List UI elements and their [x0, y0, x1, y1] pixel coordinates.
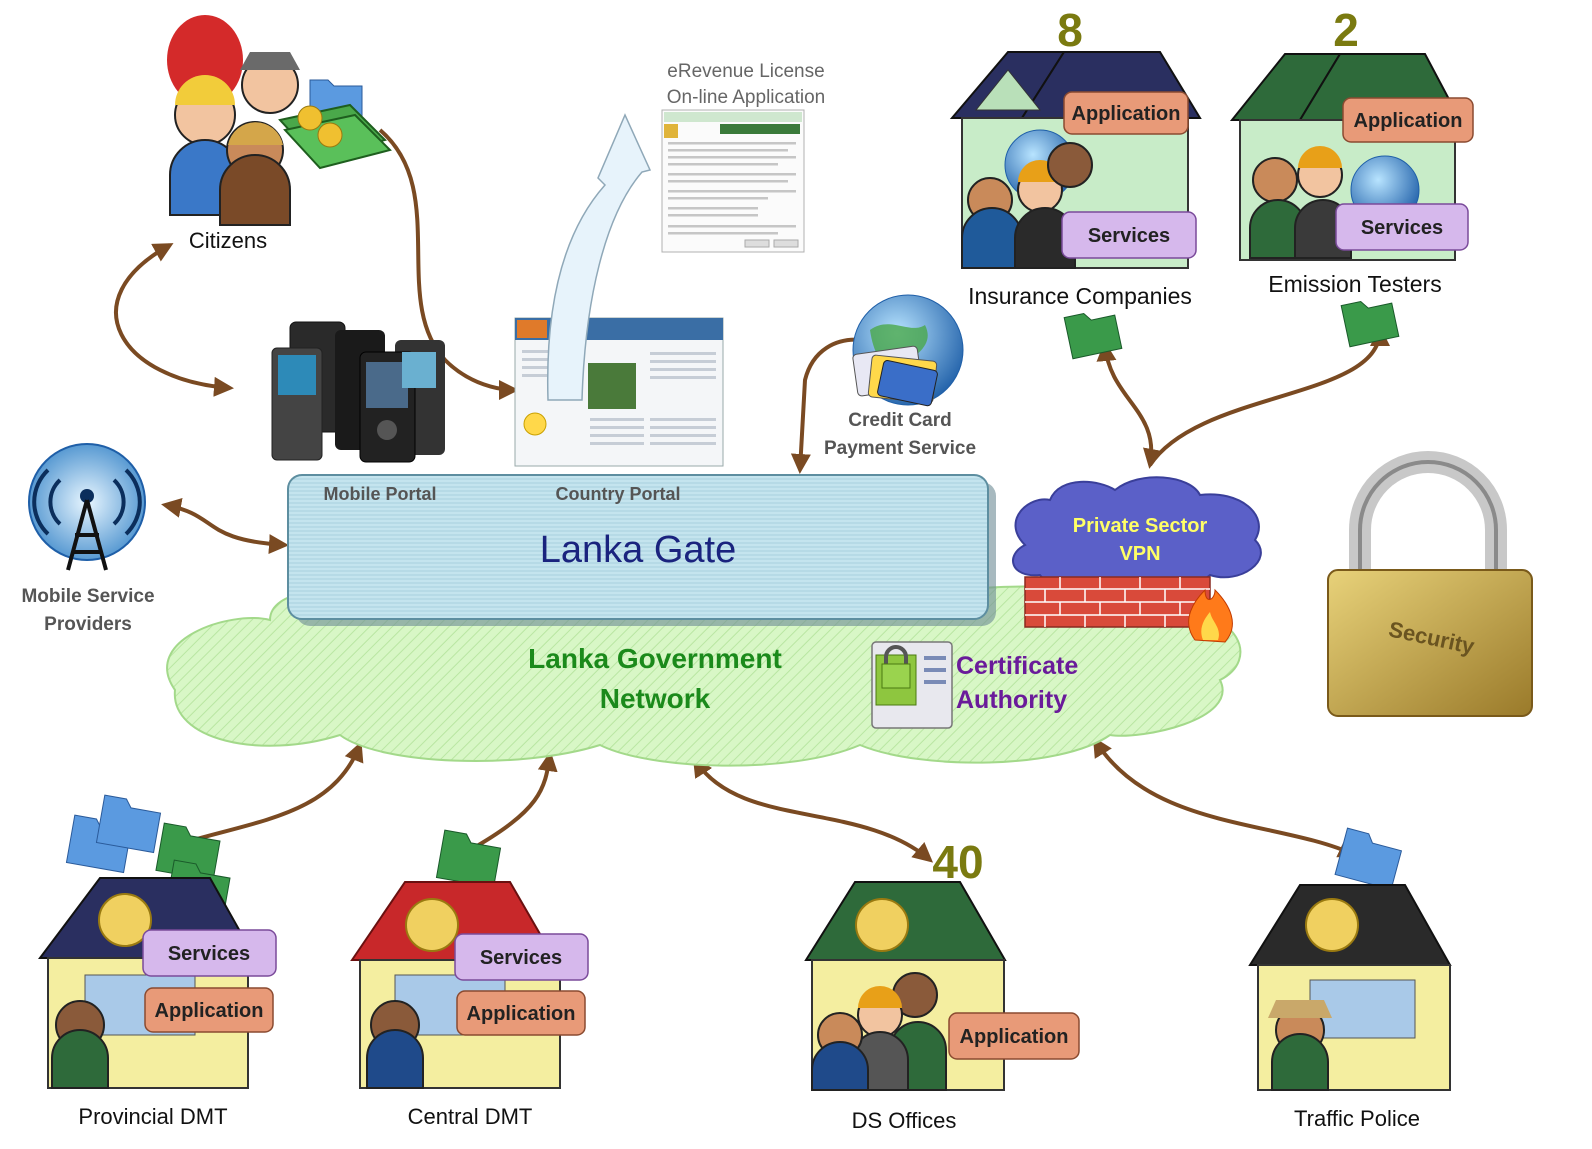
emission-application-tag: [1342, 97, 1474, 143]
antenna-globe-icon: [28, 443, 146, 571]
globe-creditcard-icon: [852, 294, 964, 407]
green-folder-icon: [1340, 300, 1400, 348]
ds-application-tag: [948, 1012, 1080, 1060]
erevenue-line1: eRevenue License: [667, 61, 824, 82]
central-building-icon: [350, 881, 561, 1089]
green-folder-icon: [1063, 312, 1123, 360]
credit-card-service: Credit Card Payment Service: [824, 294, 976, 459]
portal-screenshot[interactable]: [514, 317, 724, 467]
provincial-services-text: Services: [168, 943, 250, 965]
network-title-line1: Lanka Government: [528, 643, 782, 674]
traffic-police[interactable]: Traffic Police: [1248, 827, 1452, 1131]
central-label: Central DMT: [408, 1104, 533, 1129]
traffic-label: Traffic Police: [1294, 1106, 1420, 1131]
provincial-dmt[interactable]: Services Application Provincial DMT: [38, 794, 277, 1129]
central-dmt[interactable]: Services Application Central DMT: [350, 829, 589, 1129]
lanka-gate[interactable]: Mobile Portal Country Portal Lanka Gate: [287, 474, 996, 626]
central-services-tag: [454, 933, 589, 981]
ds-application-text: Application: [960, 1026, 1069, 1048]
folder-stack-icon: [65, 794, 231, 919]
emission-application-text: Application: [1354, 110, 1463, 132]
traffic-building-icon: [1248, 884, 1452, 1091]
arrow-citizens-phones: [114, 243, 234, 397]
firewall-icon: [1024, 576, 1233, 643]
folder-icon: [1334, 827, 1403, 891]
insurance-services-text: Services: [1088, 225, 1170, 247]
citizens-people-icon: [167, 15, 300, 226]
vpn-line1: Private Sector: [1073, 515, 1208, 537]
mobile-phones-icon: [271, 321, 445, 463]
provincial-building-icon: [38, 877, 257, 1089]
arrow-emission-vpn: [1148, 326, 1390, 467]
arrow-citizens-portal: [378, 128, 519, 400]
lanka-gate-title: Lanka Gate: [540, 529, 736, 571]
insurance-building-icon: [949, 51, 1202, 269]
emission-services-tag: [1335, 203, 1469, 251]
arrow-mobile-providers-gate: [161, 498, 289, 555]
insurance-companies[interactable]: 8 Application Services Insurance Compani…: [949, 4, 1202, 360]
arrow-insurance-vpn: [1096, 341, 1163, 469]
provincial-application-text: Application: [155, 1000, 264, 1022]
central-application-tag: [456, 990, 586, 1036]
vpn-line2: VPN: [1119, 543, 1160, 565]
ca-line2: Authority: [956, 686, 1067, 714]
mobile-portal-label: Mobile Portal: [323, 484, 436, 504]
erevenue-line2: On-line Application: [667, 87, 825, 108]
private-sector-vpn: Private Sector VPN: [1012, 476, 1262, 591]
arrow-central-network: [469, 751, 558, 852]
insurance-services-tag: [1061, 211, 1197, 259]
insurance-count: 8: [1057, 4, 1083, 56]
network-title-line2: Network: [600, 683, 711, 714]
country-portal-label: Country Portal: [555, 484, 680, 504]
green-folder-icon: [435, 829, 502, 889]
ds-offices[interactable]: 40 Application DS Offices: [804, 836, 1080, 1133]
emission-count: 2: [1333, 4, 1359, 56]
mobile-providers-line1: Mobile Service: [21, 586, 154, 607]
arrow-ds-network: [692, 756, 934, 863]
ca-server-icon: [871, 641, 953, 729]
government-network-cloud: Lanka Government Network: [166, 579, 1242, 767]
ds-label: DS Offices: [852, 1108, 957, 1133]
credit-card-line2: Payment Service: [824, 438, 976, 459]
arrow-traffic-network: [1092, 736, 1359, 858]
insurance-application-tag: [1063, 91, 1189, 135]
emission-label: Emission Testers: [1268, 271, 1441, 297]
money-icon: [278, 103, 392, 170]
provincial-services-tag: [142, 929, 277, 977]
ds-count: 40: [932, 836, 983, 888]
ds-building-icon: [804, 881, 1007, 1091]
ca-line1: Certificate: [956, 652, 1078, 680]
insurance-application-text: Application: [1072, 103, 1181, 125]
erevenue-document[interactable]: [661, 109, 805, 253]
mobile-providers-line2: Providers: [44, 614, 132, 635]
citizens-label: Citizens: [189, 228, 267, 253]
emission-services-text: Services: [1361, 217, 1443, 239]
credit-card-line1: Credit Card: [848, 410, 951, 431]
central-services-text: Services: [480, 947, 562, 969]
mobile-providers: Mobile Service Providers: [21, 443, 155, 635]
erevenue-arrow: [546, 113, 652, 401]
provincial-label: Provincial DMT: [78, 1104, 227, 1129]
certificate-authority: Certificate Authority: [871, 641, 1078, 729]
citizens-group: Citizens: [167, 15, 392, 253]
central-application-text: Application: [467, 1003, 576, 1025]
provincial-application-tag: [144, 987, 274, 1033]
security-padlock-icon: Security: [1286, 440, 1570, 736]
emission-testers[interactable]: 2 Application Services Emission Testers: [1229, 4, 1474, 348]
insurance-label: Insurance Companies: [968, 283, 1192, 309]
